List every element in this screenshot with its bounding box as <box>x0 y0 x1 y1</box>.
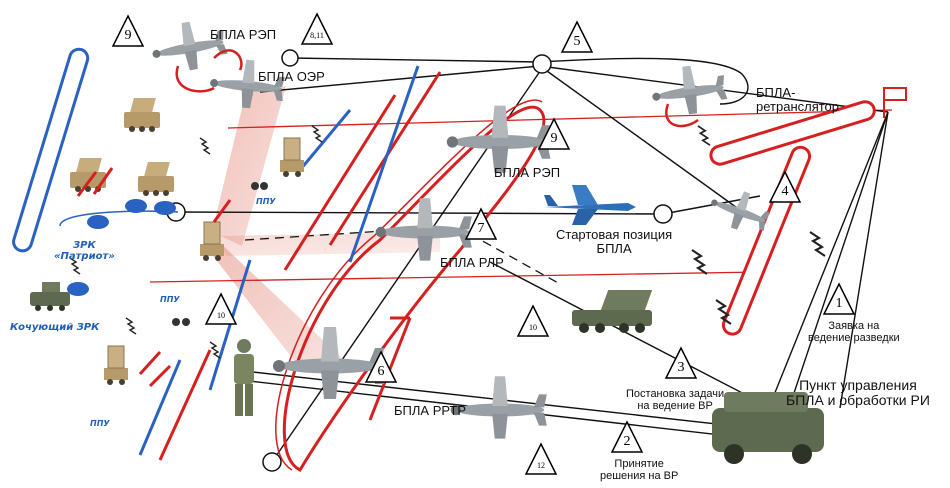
badge-4: 4 <box>768 170 802 204</box>
label-request: Заявка на ведение разведки <box>808 320 900 344</box>
label-launch-position: Стартовая позиция БПЛА <box>556 228 672 257</box>
badge-10-left: 10 <box>204 292 238 326</box>
label-uav-rlr: БПЛА РЛР <box>440 256 504 270</box>
label-ppu-1: ППУ <box>256 198 276 207</box>
badge-6: 6 <box>364 350 398 384</box>
badge-3: 3 <box>664 346 698 380</box>
badge-1: 1 <box>822 282 856 316</box>
badge-9-mid: 9 <box>537 117 571 151</box>
label-uav-ew-mid: БПЛА РЭП <box>494 166 560 180</box>
coverage-zone-1 <box>212 86 286 246</box>
badge-8-11: 8,11 <box>300 12 334 46</box>
badge-7: 7 <box>464 207 498 241</box>
label-uav-ew-top: БПЛА РЭП <box>210 28 276 42</box>
label-uav-oer: БПЛА ОЭР <box>258 70 325 84</box>
label-decision: Принятие решения на ВР <box>600 458 678 482</box>
label-ppu-3: ППУ <box>90 420 110 429</box>
label-uav-relay: БПЛА- ретранслятор <box>756 86 839 115</box>
badge-5: 5 <box>560 20 594 54</box>
badge-12: 12 <box>524 442 558 476</box>
label-mobile-zrk: Кочующий ЗРК <box>10 322 99 333</box>
badge-10-mid: 10 <box>516 304 550 338</box>
label-uav-rrtr: БПЛА РРТР <box>394 404 466 418</box>
label-task: Постановка задачи на ведение ВР <box>626 388 724 412</box>
label-control-point: Пункт управления БПЛА и обработки РИ <box>786 378 930 409</box>
badge-2: 2 <box>610 420 644 454</box>
label-zrk-patriot: ЗРК «Патриот» <box>54 240 115 262</box>
label-ppu-2: ППУ <box>160 296 180 305</box>
badge-9-top: 9 <box>111 14 145 48</box>
